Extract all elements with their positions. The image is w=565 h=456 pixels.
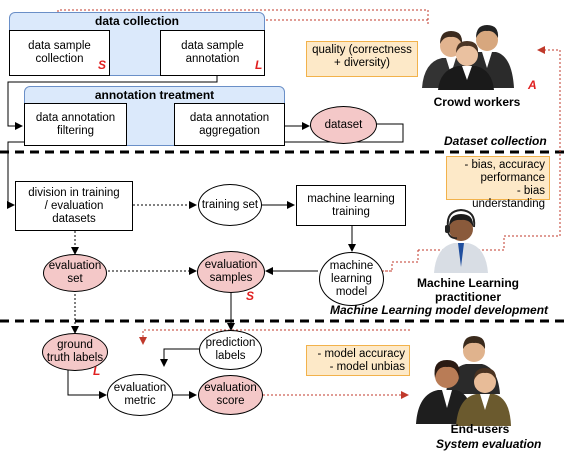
stage-system-evaluation: System evaluation [436, 437, 542, 451]
stage-ml-development: Machine Learning model development [330, 303, 549, 317]
evaluation-samples-ellipse: evaluation samples [197, 251, 265, 293]
end-users-label: End-users [450, 422, 510, 436]
evaluation-score-ellipse: evaluation score [198, 375, 263, 415]
crowd-workers-icon [422, 25, 514, 90]
ml-model-ellipse: machine learning model [319, 252, 384, 306]
prediction-labels-ellipse: prediction labels [199, 330, 262, 370]
data-sample-collection-box: data sample collection [9, 30, 110, 76]
crowd-quality-note: quality (correctness + diversity) [306, 41, 418, 77]
training-set-ellipse: training set [198, 184, 262, 226]
data-sample-annotation-box: data sample annotation [160, 30, 265, 76]
annotation-filtering-box: data annotation filtering [24, 103, 127, 146]
enduser-accuracy-note: - model accuracy - model unbias [306, 345, 410, 376]
division-box: division in training / evaluation datase… [15, 181, 133, 231]
ml-practitioner-icon [434, 208, 488, 273]
annotation-aggregation-box: data annotation aggregation [174, 103, 285, 146]
ml-practitioner-label: Machine Learning practitioner [416, 276, 520, 304]
stage-dataset-collection: Dataset collection [444, 134, 547, 148]
tag-l-annotation: L [255, 58, 263, 72]
crowd-workers-label: Crowd workers [433, 95, 521, 109]
tag-s-collection: S [98, 58, 107, 72]
dataset-ellipse: dataset [310, 106, 377, 144]
evaluation-set-ellipse: evaluation set [43, 254, 107, 292]
data-collection-title: data collection [94, 14, 180, 28]
annotation-treatment-title: annotation treatment [94, 88, 215, 102]
ground-truth-ellipse: ground truth labels [42, 333, 108, 371]
tag-l-ground-truth: L [93, 364, 101, 378]
evaluation-metric-ellipse: evaluation metric [107, 374, 173, 416]
tag-s-samples: S [246, 289, 255, 303]
tag-a-crowd: A [528, 78, 537, 92]
end-users-icon [416, 336, 511, 426]
practitioner-bias-note: - bias, accuracy performance - bias unde… [446, 156, 550, 210]
ml-training-box: machine learning training [296, 185, 406, 226]
